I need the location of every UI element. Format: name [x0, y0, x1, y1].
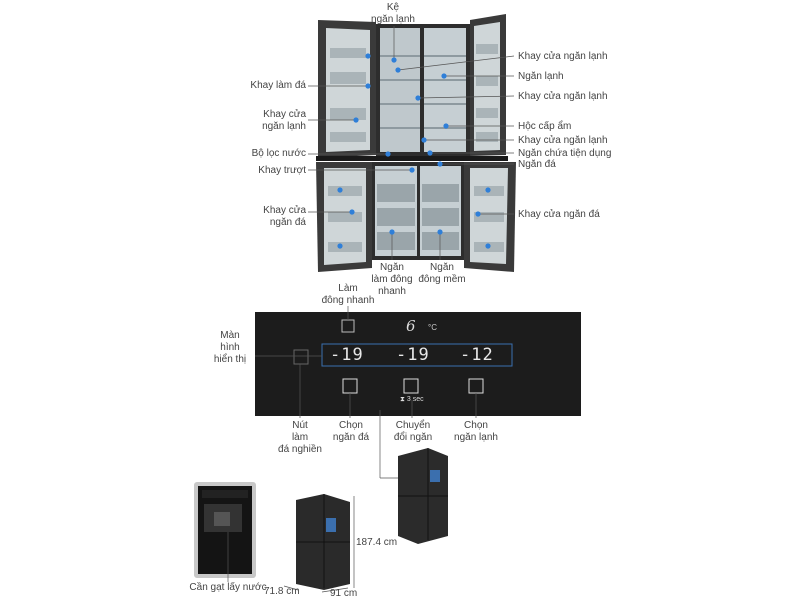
label-ngan-da: Ngăn đá — [518, 159, 556, 170]
label-khay-cua-ngan-lanh-3: Khay cửa ngăn lạnh — [518, 135, 608, 146]
label-khay-lam-da: Khay làm đá — [250, 80, 306, 91]
middle-divider — [316, 156, 508, 161]
label-khay-cua-ngan-lanh-2: Khay cửa ngăn lạnh — [518, 91, 608, 102]
label-ngan-lanh: Ngăn lạnh — [518, 71, 564, 82]
dimension-height: 187.4 cm — [356, 537, 398, 548]
right-upper-door-inner — [474, 22, 500, 151]
label-khay-cua-ngan-da-left: Khay cửa ngăn đá — [263, 205, 306, 228]
label-ngan-chua-tien-dung: Ngăn chứa tiện dụng — [518, 148, 612, 159]
open-fridge-illustration — [316, 14, 516, 272]
display-temp-mid: -19 — [396, 345, 430, 365]
label-man-hinh-hien-thi: Màn hình hiển thị — [213, 330, 247, 365]
upper-door-bins — [330, 44, 498, 142]
label-khay-truot: Khay trượt — [258, 165, 306, 176]
blue-markers — [337, 53, 491, 249]
label-chuyen-doi-ngan: Chuyển đổi ngăn — [393, 420, 433, 443]
control-panel — [255, 312, 581, 416]
label-bo-loc-nuoc: Bộ lọc nước — [251, 148, 306, 159]
label-chon-ngan-da: Chọn ngăn đá — [332, 420, 370, 443]
dimension-depth: 71.8 cm — [264, 586, 300, 597]
panel-hold-hint: ⧗ 3 sec — [400, 396, 424, 403]
panel-leader-lines — [255, 306, 477, 479]
label-khay-cua-ngan-da-right: Khay cửa ngăn đá — [518, 209, 600, 220]
label-khay-cua-ngan-lanh-left: Khay cửa ngăn lạnh — [262, 109, 306, 132]
label-lam-dong-nhanh: Làm đông nhanh — [321, 283, 375, 306]
panel-unit: °C — [428, 323, 437, 332]
upper-shelves — [380, 55, 466, 129]
label-can-gat-lay-nuoc: Cần gạt lấy nước — [189, 582, 267, 593]
label-nut-lam-da-nghien: Nút làm đá nghiền — [278, 420, 322, 455]
label-ke-ngan-lanh: Kệ ngăn lạnh — [371, 2, 415, 25]
dimension-lines — [283, 496, 355, 593]
lower-drawers — [377, 184, 459, 250]
fridge-leader-lines — [308, 26, 515, 260]
label-ngan-dong-mem: Ngăn đông mềm — [418, 262, 466, 285]
dispenser-illustration — [194, 482, 256, 578]
upper-right-compartment — [424, 28, 466, 152]
dimension-width: 91 cm — [330, 588, 358, 599]
panel-logo: 6 — [406, 317, 416, 335]
dimension-fridge — [296, 494, 350, 590]
label-chon-ngan-lanh: Chọn ngăn lạnh — [454, 420, 498, 443]
label-ngan-lam-dong-nhanh: Ngăn làm đông nhanh — [371, 262, 413, 297]
closed-fridge-small — [398, 448, 448, 544]
label-hoc-cap-am: Hộc cấp ẩm — [518, 121, 572, 132]
upper-left-compartment — [380, 28, 420, 152]
left-upper-door-inner — [326, 28, 370, 152]
display-temp-left: -19 — [330, 345, 364, 365]
display-temp-right: -12 — [460, 345, 494, 365]
label-khay-cua-ngan-lanh-1: Khay cửa ngăn lạnh — [518, 51, 608, 62]
